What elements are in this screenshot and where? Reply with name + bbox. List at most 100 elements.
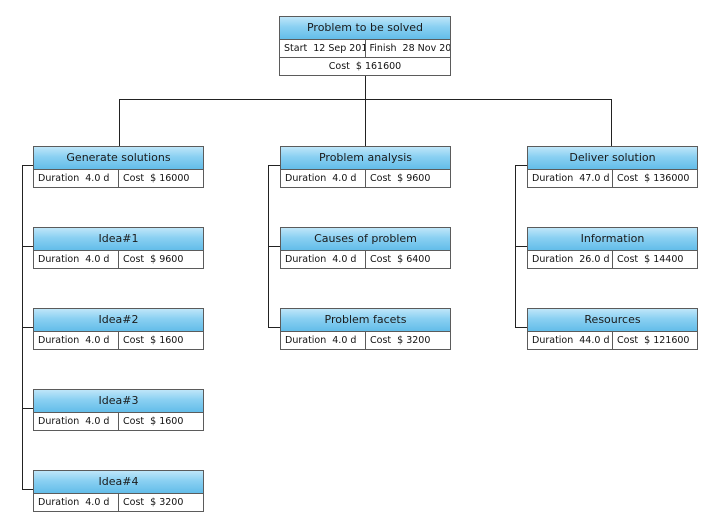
cost-value: $ 3200 [397,335,431,346]
duration-label: Duration [532,173,574,184]
duration-cell: Duration 4.0 d [281,251,366,268]
cost-label: Cost [123,254,145,265]
cost-value: $ 6400 [397,254,431,265]
cost-cell: Cost $ 1600 [119,413,203,430]
cost-value: $ 3200 [150,497,184,508]
duration-label: Duration [285,173,327,184]
cost-label: Cost [123,497,145,508]
node-title: Resources [528,309,697,332]
node-title: Problem to be solved [280,17,450,40]
cost-cell: Cost $ 14400 [613,251,697,268]
duration-value: 4.0 d [332,335,357,346]
cost-value: $ 161600 [355,61,402,72]
node-title: Idea#2 [34,309,203,332]
metrics-row: Duration 4.0 d Cost$ 9600 [281,170,450,187]
dates-row: Start 12 Sep 2013 Finish 28 Nov 2013 [280,40,450,57]
metrics-row: Duration 26.0 d Cost $ 14400 [528,251,697,268]
cost-value: $ 121600 [644,335,690,346]
duration-cell: Duration 4.0 d [34,251,119,268]
node-title: Problem facets [281,309,450,332]
cost-label: Cost [617,254,639,265]
duration-label: Duration [38,497,80,508]
node-title: Idea#4 [34,471,203,494]
finish-label: Finish [369,43,397,54]
cost-cell: Cost $ 3200 [119,494,203,511]
cost-value: $ 9600 [397,173,431,184]
duration-label: Duration [532,254,574,265]
duration-cell: Duration 47.0 d [528,170,613,187]
node-title: Idea#1 [34,228,203,251]
duration-value: 4.0 d [332,254,357,265]
node-title: Causes of problem [281,228,450,251]
finish-cell: Finish 28 Nov 2013 [366,40,451,57]
duration-cell: Duration 4.0 d [34,332,119,349]
metrics-row: Duration 4.0 d Cost $ 6400 [281,251,450,268]
duration-value: 4.0 d [85,416,110,427]
duration-label: Duration [532,335,574,346]
node-title: Information [528,228,697,251]
cost-label: Cost [370,335,392,346]
cost-cell: Cost$ 1600 [119,332,203,349]
duration-label: Duration [38,254,80,265]
duration-cell: Duration 26.0 d [528,251,613,268]
cost-label: Cost [328,61,350,72]
node-title: Problem analysis [281,147,450,170]
duration-label: Duration [285,335,327,346]
duration-label: Duration [285,254,327,265]
cost-label: Cost [617,335,639,346]
cost-cell: Cost$ 136000 [613,170,697,187]
cost-cell: Cost $ 3200 [366,332,450,349]
duration-label: Duration [38,335,80,346]
duration-value: 4.0 d [332,173,357,184]
cost-cell: Cost $ 9600 [119,251,203,268]
cost-row: Cost $ 161600 [280,57,450,75]
cost-label: Cost [123,335,145,346]
root-node[interactable]: Problem to be solved Start 12 Sep 2013 Fi… [279,16,451,76]
node-title: Idea#3 [34,390,203,413]
cost-cell: Cost$ 9600 [366,170,450,187]
cost-value: $ 14400 [644,254,684,265]
start-value: 12 Sep 2013 [313,43,364,54]
cost-label: Cost [123,416,145,427]
metrics-row: Duration 4.0 d Cost $ 9600 [34,251,203,268]
cost-label: Cost [370,254,392,265]
duration-value: 4.0 d [85,254,110,265]
duration-cell: Duration 44.0 d [528,332,613,349]
cost-cell: Cost $ 161600 [280,58,450,75]
cost-cell: Cost $ 6400 [366,251,450,268]
metrics-row: Duration 4.0 d Cost$ 1600 [34,332,203,349]
cost-value: $ 16000 [150,173,190,184]
metrics-row: Duration 4.0 d Cost $ 3200 [281,332,450,349]
finish-value: 28 Nov 2013 [402,43,450,54]
duration-value: 4.0 d [85,335,110,346]
duration-value: 26.0 d [579,254,610,265]
cost-value: $ 9600 [150,254,184,265]
duration-cell: Duration 4.0 d [281,332,366,349]
cost-value: $ 1600 [150,416,184,427]
duration-value: 47.0 d [579,173,610,184]
duration-value: 44.0 d [579,335,610,346]
metrics-row: Duration 44.0 d Cost $ 121600 [528,332,697,349]
cost-cell: Cost$ 16000 [119,170,203,187]
cost-label: Cost [617,173,639,184]
start-label: Start [284,43,308,54]
